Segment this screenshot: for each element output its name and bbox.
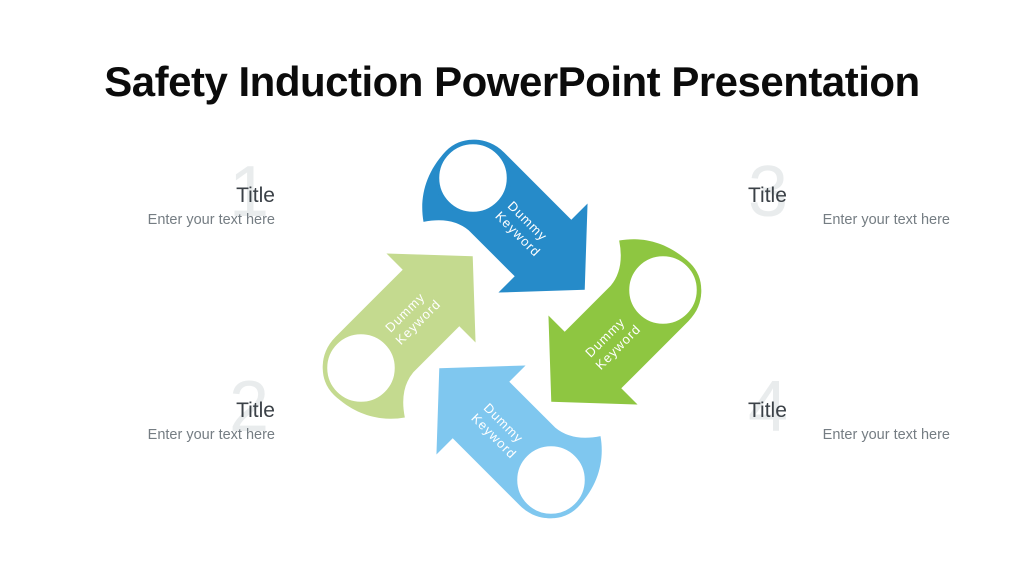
placeholder-2: 2 Title Enter your text here <box>105 371 275 443</box>
placeholder-4-title: Title <box>748 399 787 422</box>
placeholder-3-title: Title <box>748 184 787 207</box>
placeholder-1-number: 1 <box>228 152 269 232</box>
placeholder-3-caption: Enter your text here <box>822 212 950 228</box>
placeholder-4-caption: Enter your text here <box>822 427 950 443</box>
placeholder-1: 1 Title Enter your text here <box>105 156 275 228</box>
placeholder-1-caption: Enter your text here <box>147 212 275 228</box>
placeholder-2-caption: Enter your text here <box>147 427 275 443</box>
placeholder-2-title: Title <box>236 399 275 422</box>
placeholder-1-title: Title <box>236 184 275 207</box>
placeholder-3-number: 3 <box>748 152 789 232</box>
placeholder-4-number: 4 <box>748 367 789 447</box>
placeholder-4: 4 Title Enter your text here <box>748 371 950 443</box>
placeholder-3: 3 Title Enter your text here <box>748 156 950 228</box>
slide-title: Safety Induction PowerPoint Presentation <box>104 58 920 105</box>
placeholder-2-number: 2 <box>228 367 269 447</box>
